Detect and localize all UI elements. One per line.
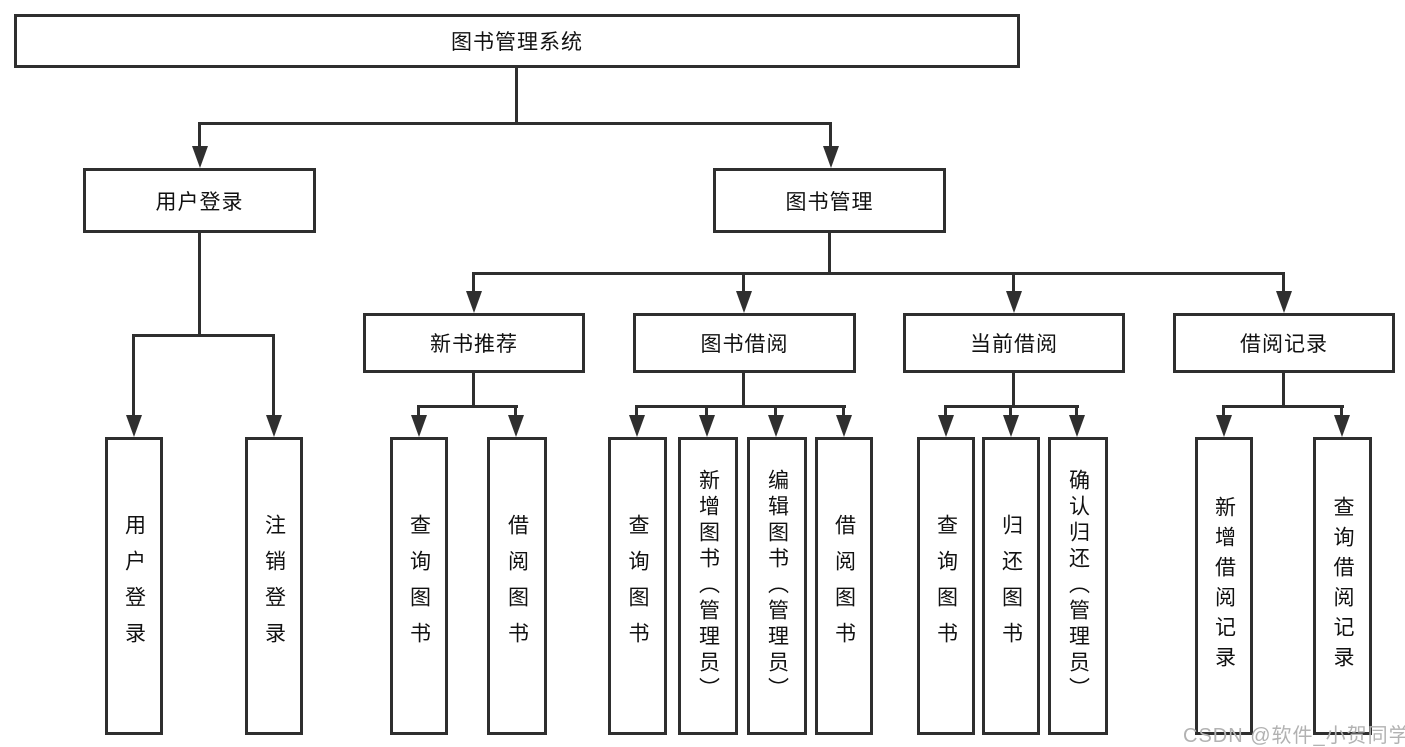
node-label: 确认归还（管理员） [1066,469,1090,703]
arrow-head [266,415,282,437]
node-leaf-query-books-current: 查询图书 [917,437,975,735]
arrow-head [1276,291,1292,313]
node-leaf-borrow-books: 借阅图书 [815,437,873,735]
edge-line [842,405,845,417]
node-label: 借阅记录 [1240,333,1328,356]
edge-line [132,334,135,417]
edge-line [742,371,745,408]
edge-line [472,272,475,294]
node-leaf-edit-books-admin: 编辑图书（管理员） [747,437,807,735]
node-label: 查询图书 [626,514,649,658]
edge-line [272,334,275,417]
node-book-management: 图书管理 [713,168,946,233]
edge-line [472,272,1284,275]
arrow-head [126,415,142,437]
arrow-head [699,415,715,437]
edge-line [1340,405,1343,417]
arrow-head [508,415,524,437]
node-new-book-recommend: 新书推荐 [363,313,585,373]
edge-line [1075,405,1078,417]
node-label: 图书管理 [785,190,874,214]
edge-line [514,405,517,417]
node-leaf-query-books-recommend: 查询图书 [390,437,448,735]
node-library-system: 图书管理系统 [14,14,1020,68]
node-leaf-query-borrow-record: 查询借阅记录 [1313,437,1372,735]
edge-line [635,405,638,417]
edge-line [515,66,518,124]
node-label: 新增图书（管理员） [696,469,720,703]
node-book-borrow: 图书借阅 [633,313,856,373]
edge-line [774,405,777,417]
arrow-head [629,415,645,437]
node-label: 查询图书 [407,514,431,658]
arrow-head [1216,415,1232,437]
node-label: 查询借阅记录 [1331,496,1354,676]
arrow-head [836,415,852,437]
arrow-head [1003,415,1019,437]
edge-line [132,334,275,337]
node-label: 图书借阅 [700,333,789,356]
node-leaf-add-books-admin: 新增图书（管理员） [678,437,738,735]
node-label: 新书推荐 [430,333,518,356]
edge-line [1012,371,1015,408]
arrow-head [1069,415,1085,437]
node-leaf-add-borrow-record: 新增借阅记录 [1195,437,1253,735]
arrow-head [1334,415,1350,437]
node-leaf-logout: 注销登录 [245,437,303,735]
node-leaf-user-login: 用户登录 [105,437,163,735]
node-label: 用户登录 [155,190,244,214]
node-user-login: 用户登录 [83,168,316,233]
arrow-head [1006,291,1022,313]
arrow-head [768,415,784,437]
arrow-head [938,415,954,437]
node-leaf-query-books-borrow: 查询图书 [608,437,667,735]
edge-line [944,405,947,417]
edge-line [1222,405,1344,408]
edge-line [829,122,832,150]
edge-line [417,405,518,408]
node-label: 借阅图书 [832,514,856,658]
edge-line [198,231,201,336]
node-label: 查询图书 [934,514,958,658]
edge-line [705,405,708,417]
node-leaf-borrow-books-recommend: 借阅图书 [487,437,547,735]
edge-line [1282,272,1285,294]
csdn-watermark: CSDN @软件_小贺同学 [1183,725,1405,747]
edge-line [1012,272,1015,294]
edge-line [1009,405,1012,417]
node-label: 当前借阅 [970,333,1058,356]
node-label: 图书管理系统 [451,31,583,54]
node-label: 编辑图书（管理员） [765,469,789,703]
arrow-head [466,291,482,313]
node-leaf-return-books: 归还图书 [982,437,1040,735]
node-label: 归还图书 [999,514,1023,658]
node-label: 用户登录 [122,514,146,658]
node-borrow-records: 借阅记录 [1173,313,1395,373]
arrow-head [736,291,752,313]
edge-line [417,405,420,417]
edge-line [635,405,846,408]
node-label: 新增借阅记录 [1212,496,1236,676]
arrow-head [192,146,208,168]
arrow-head [411,415,427,437]
edge-line [742,272,745,294]
edge-line [472,371,475,408]
node-label: 借阅图书 [505,514,529,658]
edge-line [828,231,831,275]
edge-line [1282,371,1285,408]
node-label: 注销登录 [262,514,286,658]
edge-line [198,122,832,125]
edge-line [1222,405,1225,417]
edge-line [198,122,201,150]
arrow-head [823,146,839,168]
node-leaf-confirm-return-admin: 确认归还（管理员） [1048,437,1108,735]
node-current-borrow: 当前借阅 [903,313,1125,373]
